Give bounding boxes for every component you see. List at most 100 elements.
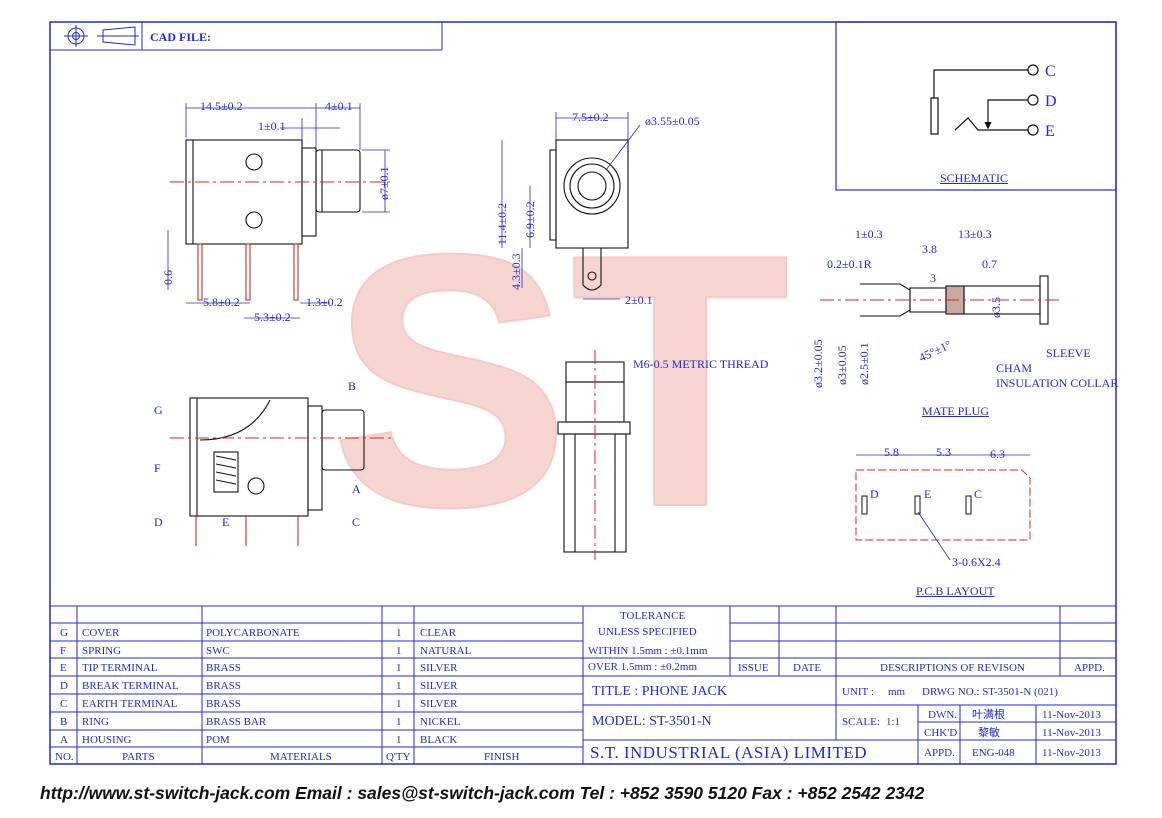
pcb-dim-1: 5.8 (884, 445, 899, 459)
bom-finish: SILVER (420, 662, 458, 674)
section-label-g: G (154, 403, 163, 417)
scale-value: 1:1 (886, 716, 901, 728)
appd-name: ENG-048 (972, 747, 1015, 759)
rev-date-header: DATE (793, 662, 822, 674)
dim-side-height: 11.4±0.2 (495, 202, 509, 245)
dim-front-pitch2: 5.3±0.2 (254, 310, 291, 324)
pcb-pad-e: E (924, 487, 932, 501)
projection-symbol-icon (64, 25, 139, 47)
bom-part: TIP TERMINAL (82, 662, 158, 674)
rev-issue-header: ISSUE (738, 662, 769, 674)
bom-part: EARTH TERMINAL (82, 698, 178, 710)
pcb-layout-title: P.C.B LAYOUT (916, 584, 995, 598)
mate-plug-title: MATE PLUG (922, 404, 990, 418)
chk-label: CHK'D (924, 727, 958, 739)
front-view-dimensions (167, 103, 390, 319)
bom-no: C (60, 698, 68, 710)
schematic-pin-d: D (1045, 93, 1057, 110)
dwn-date: 11-Nov-2013 (1042, 709, 1101, 721)
side-view (549, 139, 629, 291)
dim-side-tabwidth: 2±0.1 (625, 293, 653, 307)
bom-material: POLYCARBONATE (206, 627, 300, 639)
schematic-symbol (930, 64, 1039, 136)
dim-front-flange: 1±0.1 (258, 119, 286, 133)
bom-part: RING (82, 716, 109, 728)
pcb-dim-2: 5.3 (936, 445, 951, 459)
company-name: S.T. INDUSTRIAL (ASIA) LIMITED (590, 743, 868, 762)
label-cham: CHAM (996, 361, 1033, 375)
title-block-grid (50, 605, 1116, 764)
bom-part: SPRING (82, 645, 122, 657)
bom-qty: 1 (396, 734, 402, 746)
pcb-dim-3: 6.3 (990, 447, 1005, 461)
section-label-d: D (154, 515, 163, 529)
dim-plug-length: 13±0.3 (958, 227, 992, 241)
tolerance-within: WITHIN 1.5mm : ±0.1mm (588, 645, 708, 657)
bom-finish: NATURAL (420, 645, 472, 657)
cad-file-label: CAD FILE: (150, 30, 212, 44)
schematic-box (835, 21, 1117, 191)
bom-finish: NICKEL (420, 716, 461, 728)
dim-front-offset: 0.6 (161, 270, 175, 285)
dim-front-pitch1: 5.8±0.2 (203, 295, 240, 309)
pcb-pad-c: C (974, 487, 983, 501)
bom-header-parts: PARTS (122, 751, 155, 763)
bom-qty: 1 (396, 680, 402, 692)
contact-footer: http://www.st-switch-jack.com Email : sa… (40, 783, 925, 803)
dim-front-ring: 4±0.1 (325, 99, 353, 113)
section-label-e: E (222, 515, 230, 529)
bom-header-no: NO. (55, 751, 74, 763)
schematic-title: SCHEMATIC (940, 171, 1009, 185)
unit-label: UNIT : (842, 686, 874, 698)
dim-plug-tip: 1±0.3 (855, 227, 883, 241)
dim-plug-dia2: ø3±0.05 (835, 345, 849, 385)
bom-part: BREAK TERMINAL (82, 680, 179, 692)
dim-front-width: 14.5±0.2 (200, 99, 243, 113)
bom-qty: 1 (396, 662, 402, 674)
bom-finish: BLACK (420, 734, 458, 746)
rev-desc-header: DESCRIPTIONS OF REVISON (880, 662, 1025, 674)
tolerance-over: OVER 1.5mm : ±0.2mm (588, 661, 698, 673)
bom-material: SWC (206, 645, 230, 657)
dim-side-center: 6.9±0.2 (523, 201, 537, 238)
scale-label: SCALE: (842, 716, 880, 728)
section-view (189, 397, 365, 546)
bom-finish: SILVER (420, 680, 458, 692)
dwn-label: DWN. (928, 709, 958, 721)
bom-no: E (60, 662, 67, 674)
dim-plug-3: 3 (930, 271, 936, 285)
bom-finish: CLEAR (420, 627, 457, 639)
bom-no: A (60, 734, 68, 746)
dim-plug-dia3: ø2.5±0.1 (857, 342, 871, 385)
appd-date: 11-Nov-2013 (1042, 747, 1101, 759)
bom-qty: 1 (396, 716, 402, 728)
bom-material: BRASS BAR (206, 716, 267, 728)
bom-header-qty: Q'TY (386, 751, 411, 763)
front-view (185, 139, 361, 301)
section-label-f: F (154, 461, 161, 475)
bom-material: BRASS (206, 662, 241, 674)
bom-material: BRASS (206, 698, 241, 710)
appd-label: APPD. (924, 747, 955, 759)
tolerance-subtitle: UNLESS SPECIFIED (598, 626, 697, 638)
bom-finish: SILVER (420, 698, 458, 710)
dim-front-pin: 1.3±0.2 (306, 295, 343, 309)
bom-no: D (60, 680, 68, 692)
pcb-layout-drawing (855, 454, 1031, 561)
pcb-hole-note: 3-0.6X2.4 (952, 555, 1001, 569)
dwn-name: 叶满根 (972, 708, 1005, 721)
bom-header-materials: MATERIALS (270, 751, 332, 763)
chk-name: 黎敏 (978, 726, 1000, 739)
label-sleeve: SLEEVE (1046, 346, 1091, 360)
dim-plug-collar: 0.7 (982, 257, 997, 271)
bom-material: POM (206, 734, 230, 746)
bom-no: B (60, 716, 68, 728)
pcb-pad-d: D (870, 487, 879, 501)
bom-no: G (60, 627, 68, 639)
chk-date: 11-Nov-2013 (1042, 727, 1101, 739)
dim-plug-radius: 0.2±0.1R (827, 257, 872, 271)
schematic-pin-c: C (1045, 63, 1056, 80)
svg-text:ST: ST (330, 180, 790, 582)
dim-side-hole: ø3.55±0.05 (645, 114, 700, 128)
